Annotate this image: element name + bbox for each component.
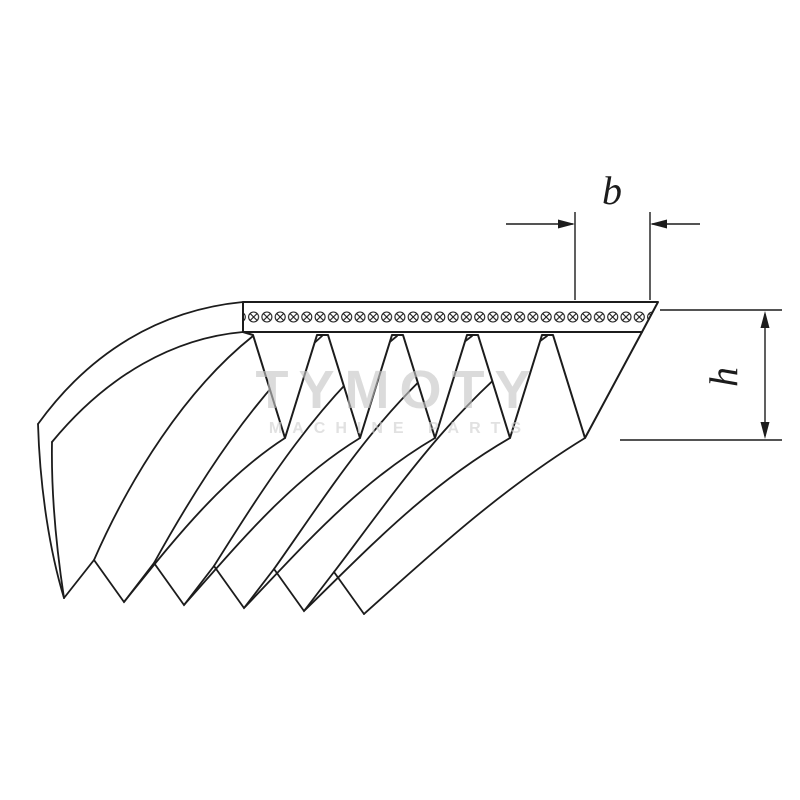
watermark-tagline-text: MACHINE PARTS: [269, 420, 531, 437]
watermark-brand-text: TYMOTY: [256, 360, 541, 420]
rib-tip-sweep-1: [123, 437, 286, 603]
belt-band-bottom-curve: [51, 331, 244, 443]
rib-tip-sweep-2: [183, 437, 361, 606]
dimension-b-arrow-right: [650, 219, 667, 229]
groove-sweep-1: [93, 335, 254, 561]
watermark: TYMOTY MACHINE PARTS: [256, 360, 541, 437]
belt-cord-band: [242, 301, 659, 333]
dimension-h-arrow-top: [760, 311, 770, 328]
dimension-h-arrow-bottom: [760, 422, 770, 439]
belt-front-ribs: [242, 331, 643, 439]
dimension-b-label: b: [602, 168, 622, 213]
dimension-b: b: [506, 168, 700, 300]
dimension-h-label: h: [701, 367, 746, 387]
rib-tip-sweep-4: [303, 437, 511, 612]
belt-left-cap-inner-edge: [50, 441, 65, 599]
dimension-b-arrow-left: [558, 219, 575, 229]
rib-tip-sweep-3: [243, 437, 436, 609]
rib-tip-sweep-5-bottom-boundary: [363, 437, 586, 615]
belt-side-surface: [37, 301, 586, 615]
belt-front-face: [242, 301, 659, 439]
belt-end-rib-tips: [63, 558, 365, 615]
dimension-h: h: [620, 309, 782, 441]
belt-left-cap-outer-edge: [37, 423, 65, 599]
belt-outer-top-curve: [37, 301, 244, 425]
